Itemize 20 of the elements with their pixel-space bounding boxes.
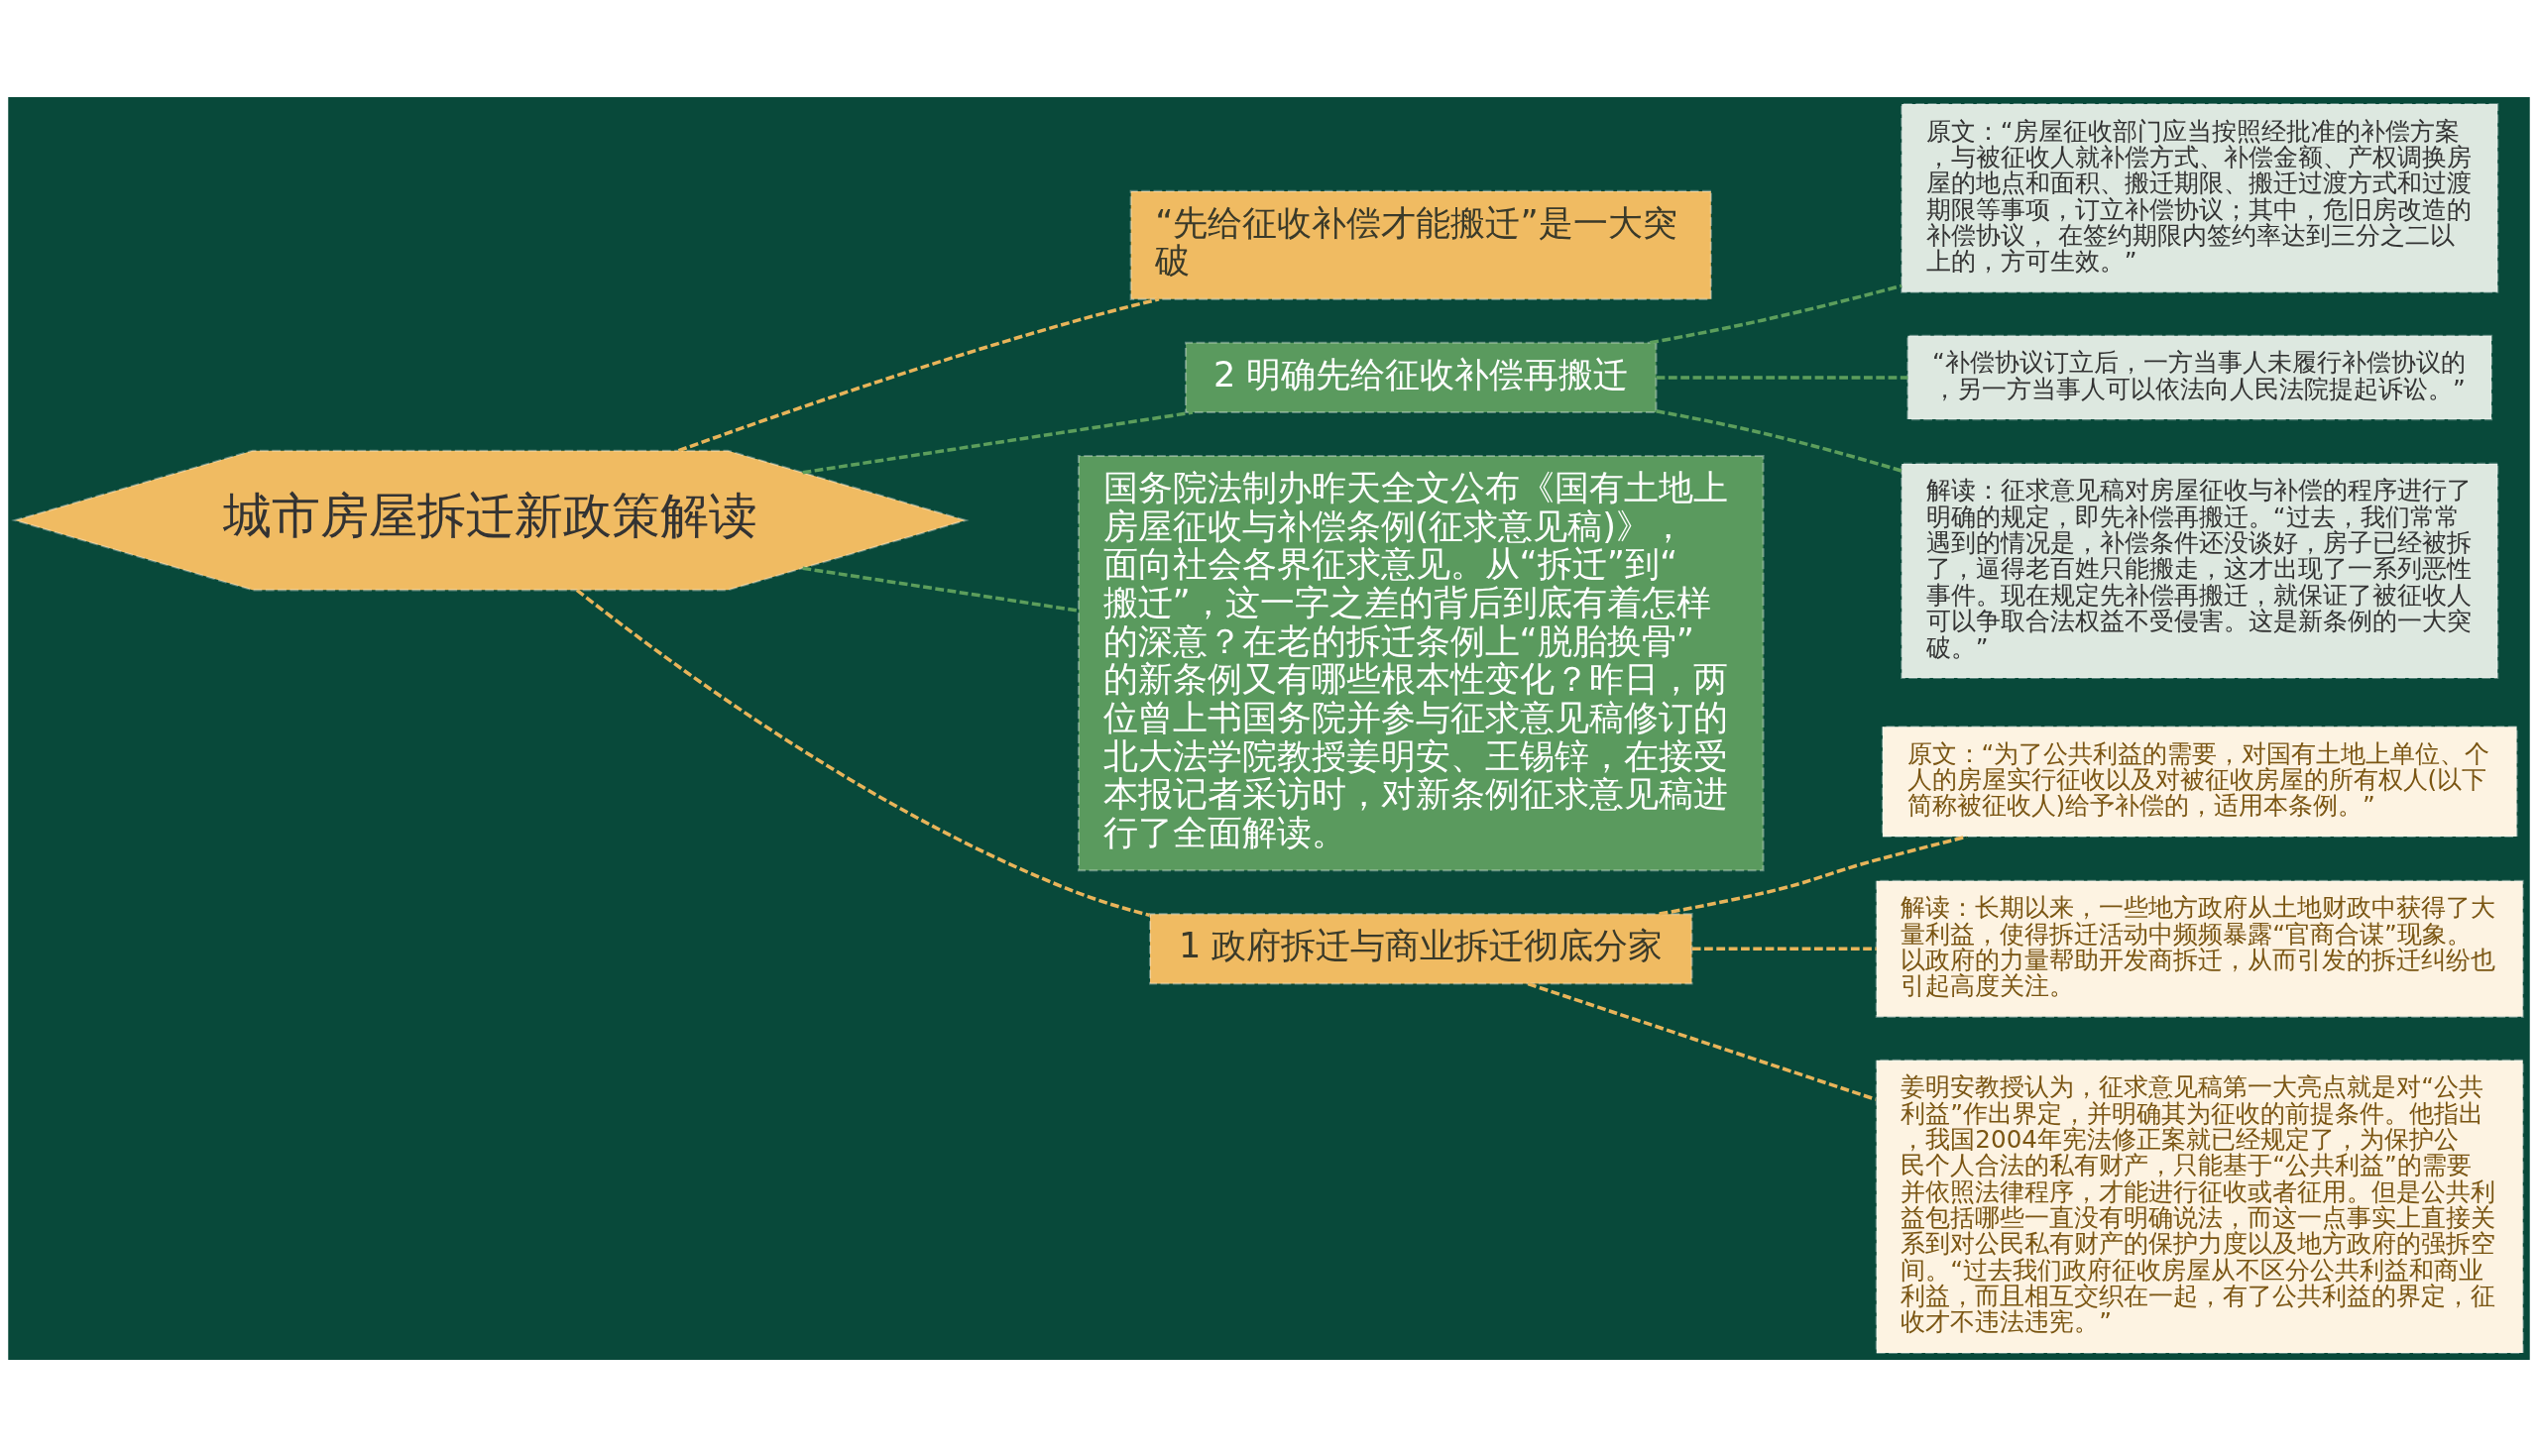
connector <box>1691 947 1877 951</box>
node-box: 解读：征求意见稿对房屋征收与补偿的程序进行了明确的规定，即先补偿再搬迁。“过去，我们常常遇到的情况是，补偿条件还没谈好，房子已经被拆了，逼得老百姓只能搬走，这才出现了一系列恶性事件。现在规定先补偿再搬迁，就保证了被征收人可以争取合法权益不受侵害。这是新条例的一大突破。” <box>1901 462 2499 679</box>
node-box: 2 明确先给征收补偿再搬迁 <box>1184 341 1658 413</box>
connector <box>1527 981 1877 1101</box>
connector <box>1659 834 1968 916</box>
node-box: 姜明安教授认为，征求意见稿第一大亮点就是对“公共利益”作出界定，并明确其为征收的前提条件。他指出，我国2004年宪法修正案就已经规定了，为保护公民个人合法的私有财产，只能基于“公共利益”的需要并依照法律程序，才能进行征收或者征用。但是公共利益包括哪些一直没有明确说法，而这一点事实上直接关系到对公民私有财产的保护力度以及地方政府的强拆空间。“过去我们政府征收房屋从不区分公共利益和商业利益，而且相互交织在一起，有了公共利益的界定，征收才不违法违宪。” <box>1875 1059 2524 1354</box>
connector <box>1650 283 1903 344</box>
node-box: 国务院法制办昨天全文公布《国有土地上房屋征收与补偿条例(征求意见稿)》，面向社会各界征求意见。从“拆迁”到“搬迁”，这一字之差的背后到底有着怎样的深意？在老的拆迁条例上“脱胎换骨”的新条例又有哪些根本性变化？昨日，两位曾上书国务院并参与征求意见稿修订的北大法学院教授姜明安、王锡锌，在接受本报记者采访时，对新条例征求意见稿进行了全面解读。 <box>1077 454 1765 871</box>
node-box: 解读：长期以来，一些地方政府从土地财政中获得了大量利益，使得拆迁活动中频频暴露“官商合谋”现象。以政府的力量帮助开发商拆迁，从而引发的拆迁纠纷也引起高度关注。 <box>1875 879 2524 1018</box>
node-box: 1 政府拆迁与商业拆迁彻底分家 <box>1148 912 1693 984</box>
connector <box>802 409 1194 474</box>
node-box: 原文：“房屋征收部门应当按照经批准的补偿方案，与被征收人就补偿方式、补偿金额、产权调换房屋的地点和面积、搬迁期限、搬迁过渡方式和过渡期限等事项，订立补偿协议；其中，危旧房改造的补偿协议， 在签约期限内签约率达到三分之二以上的，方可生效。” <box>1901 102 2499 293</box>
connector <box>677 296 1160 452</box>
connector <box>1656 408 1903 473</box>
connector <box>802 566 1079 613</box>
node-box: “先给征收补偿才能搬迁”是一大突破 <box>1129 189 1712 300</box>
node-box: “补偿协议订立后，一方当事人未履行补偿协议的，另一方当事人可以依法向人民法院提起诉讼。” <box>1906 334 2493 420</box>
connector <box>575 588 1151 917</box>
connector <box>1656 375 1908 380</box>
node-box: 原文：“为了公共利益的需要，对国有土地上单位、个人的房屋实行征收以及对被征收房屋的所有权人(以下简称被征收人)给予补偿的，适用本条例。” <box>1881 725 2518 838</box>
